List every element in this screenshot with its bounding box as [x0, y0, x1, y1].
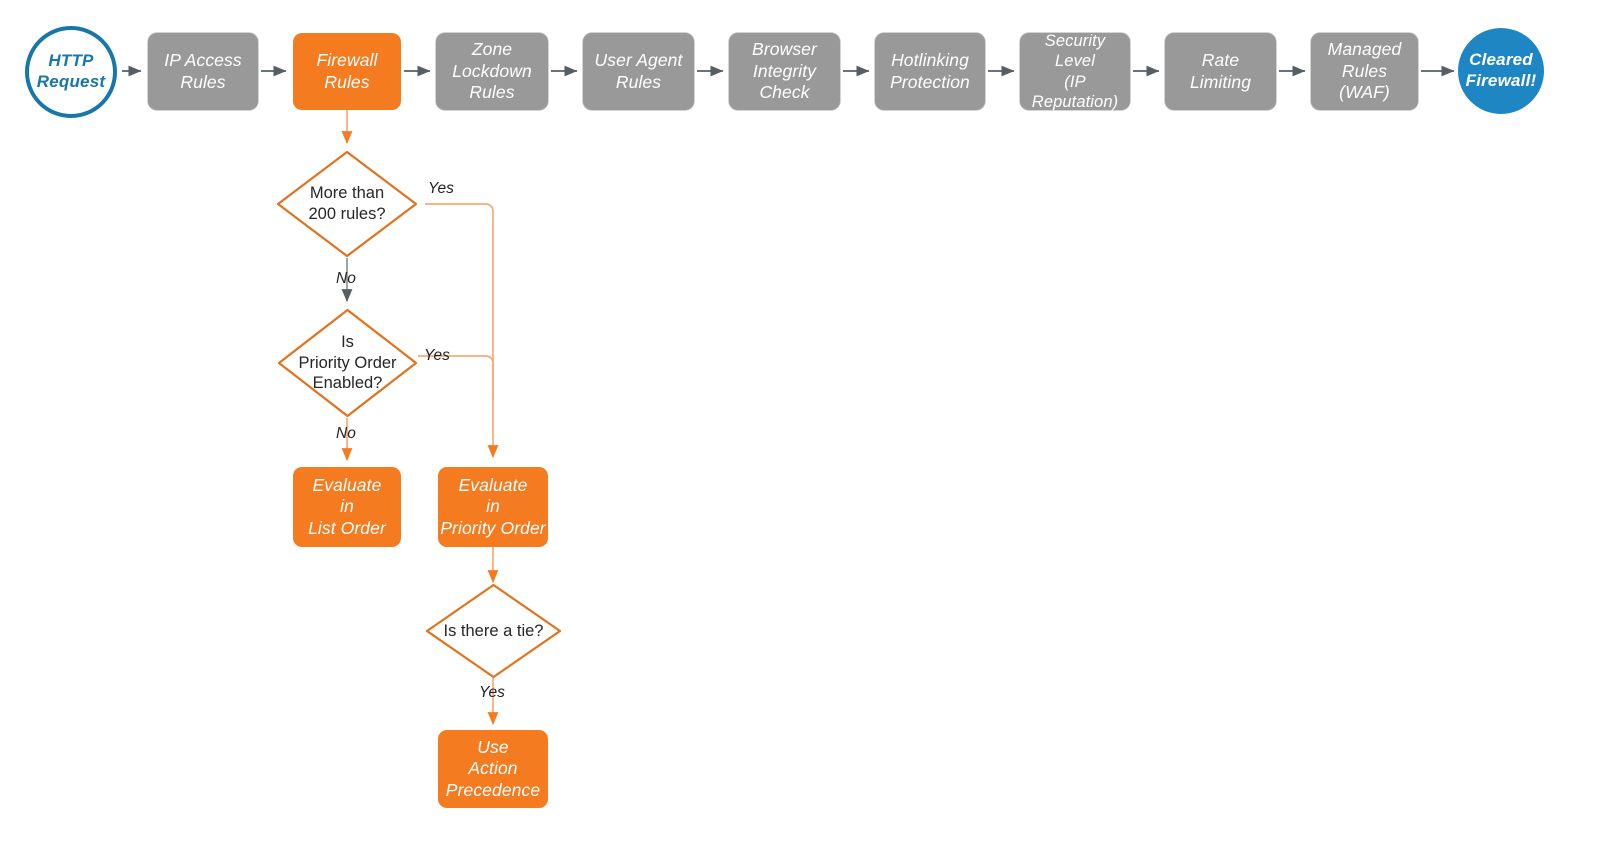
node-security-level-label: Security Level (IP Reputation) [1031, 32, 1119, 111]
node-browser-integrity-check-label: Browser Integrity Check [752, 39, 817, 103]
node-browser-integrity-check[interactable]: Browser Integrity Check [729, 33, 840, 110]
node-evaluate-in-list-order[interactable]: Evaluate in List Order [293, 467, 401, 547]
node-http-request-label: HTTP Request [36, 51, 106, 91]
node-http-request[interactable]: HTTP Request [25, 26, 117, 118]
node-evaluate-in-priority-order-label: Evaluate in Priority Order [440, 474, 546, 538]
node-ip-access-rules[interactable]: IP Access Rules [148, 33, 258, 110]
edge-label-rules-yes: Yes [428, 180, 454, 197]
decision-is-there-a-tie-label: Is there a tie? [443, 621, 544, 640]
node-firewall-rules[interactable]: Firewall Rules [293, 33, 401, 110]
decision-more-than-200-rules[interactable]: More than 200 rules? [276, 150, 418, 258]
node-rate-limiting-label: Rate Limiting [1189, 50, 1252, 92]
node-zone-lockdown-rules-label: Zone Lockdown Rules [452, 39, 532, 103]
node-cleared-firewall[interactable]: Cleared Firewall! [1458, 28, 1544, 114]
node-zone-lockdown-rules[interactable]: Zone Lockdown Rules [436, 33, 548, 110]
edge-label-tie-yes: Yes [479, 684, 505, 701]
node-hotlinking-protection[interactable]: Hotlinking Protection [875, 33, 985, 110]
decision-is-priority-order-enabled-label: Is Priority Order Enabled? [298, 332, 397, 393]
node-firewall-rules-label: Firewall Rules [316, 50, 378, 92]
node-use-action-precedence[interactable]: Use Action Precedence [438, 730, 548, 808]
diamond-shape-icon [276, 150, 418, 258]
diamond-shape-icon [425, 583, 562, 679]
node-ip-access-rules-label: IP Access Rules [164, 50, 242, 92]
edge-label-rules-no: No [336, 270, 356, 287]
decision-is-there-a-tie[interactable]: Is there a tie? [425, 583, 562, 679]
node-managed-rules-waf-label: Managed Rules (WAF) [1327, 39, 1402, 103]
decision-is-priority-order-enabled[interactable]: Is Priority Order Enabled? [277, 308, 418, 418]
decision-more-than-200-rules-label: More than 200 rules? [308, 184, 386, 223]
node-user-agent-rules[interactable]: User Agent Rules [583, 33, 694, 110]
edge-label-priority-no: No [336, 425, 356, 442]
node-security-level[interactable]: Security Level (IP Reputation) [1020, 32, 1130, 111]
node-user-agent-rules-label: User Agent Rules [594, 50, 683, 92]
node-evaluate-in-priority-order[interactable]: Evaluate in Priority Order [438, 467, 548, 547]
diamond-shape-icon [277, 308, 418, 418]
edge-label-priority-yes: Yes [424, 347, 450, 364]
node-managed-rules-waf[interactable]: Managed Rules (WAF) [1311, 33, 1418, 110]
rules-yes-edge [425, 203, 499, 459]
node-use-action-precedence-label: Use Action Precedence [445, 736, 541, 800]
node-hotlinking-protection-label: Hotlinking Protection [890, 50, 970, 92]
node-evaluate-in-list-order-label: Evaluate in List Order [308, 474, 386, 538]
node-cleared-firewall-label: Cleared Firewall! [1465, 50, 1537, 90]
node-rate-limiting[interactable]: Rate Limiting [1165, 33, 1276, 110]
